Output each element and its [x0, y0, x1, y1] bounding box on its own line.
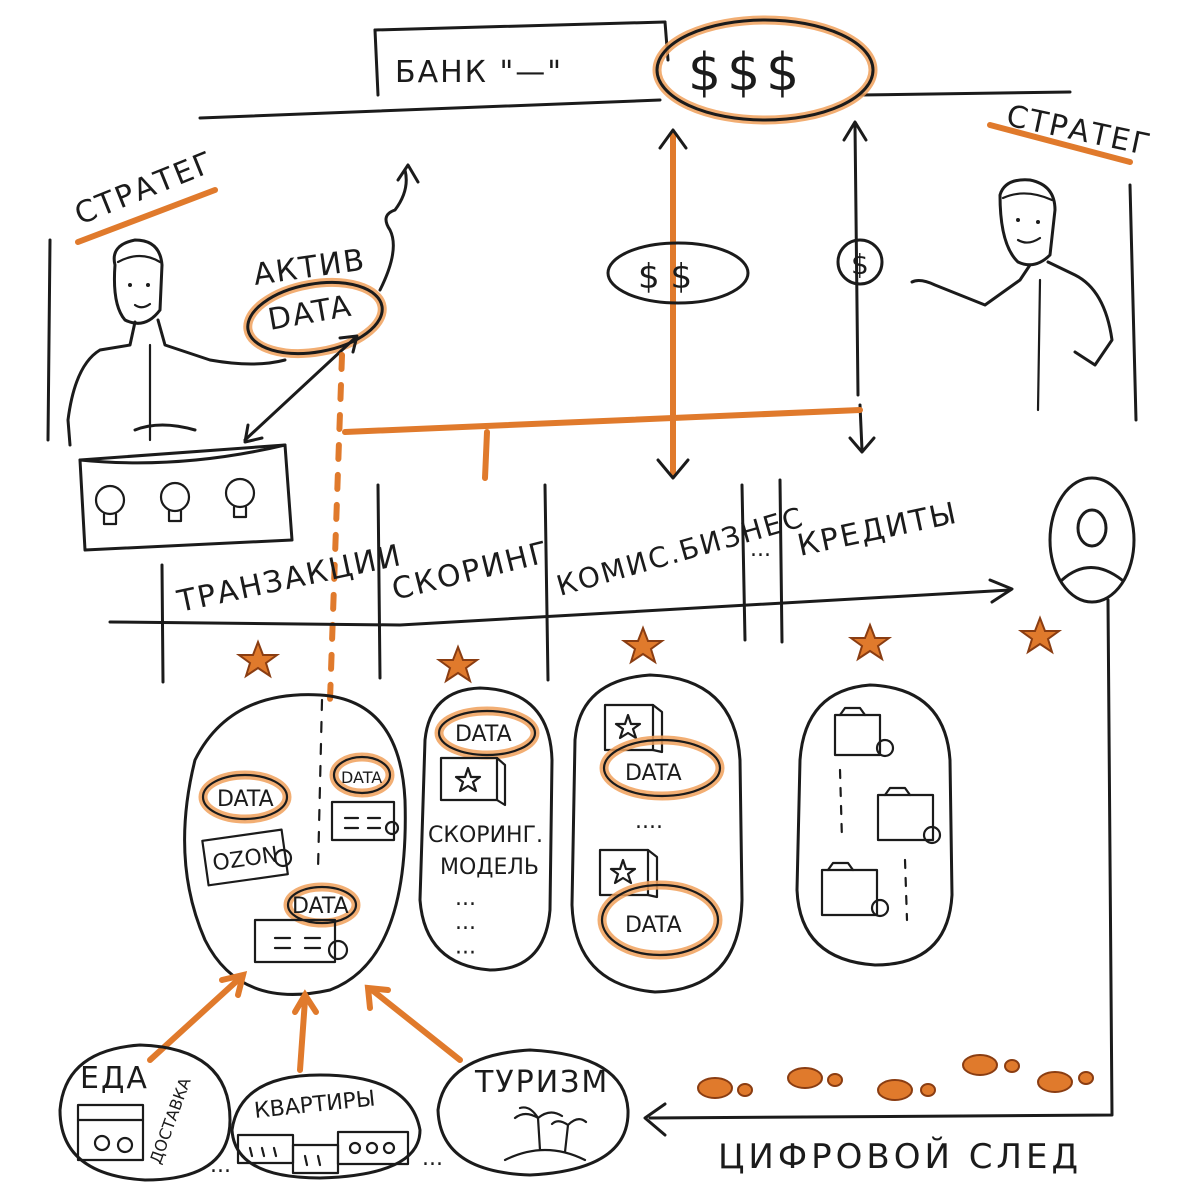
strategist-left-figure [66, 238, 287, 447]
scoring-data: DATA [455, 722, 512, 747]
footprint-trail [697, 1054, 1094, 1101]
money-right: $ [851, 248, 869, 281]
column-label-credits: КРЕДИТЫ [794, 496, 961, 564]
footprint-icon [1037, 1071, 1073, 1093]
apartments-ellipsis-left: ... [210, 1153, 231, 1178]
credits-cluster [795, 683, 954, 967]
source-food: ЕДА ДОСТАВКА [58, 1043, 232, 1182]
distribution-bar [342, 407, 863, 435]
star-icon [609, 858, 637, 885]
commerce-data-2: DATA [625, 913, 682, 938]
asset-group: АКТИВ DATA [243, 163, 420, 444]
star-icon [1017, 615, 1063, 655]
scoring-dots: ......... [455, 886, 476, 959]
footprint-label: ЦИФРОВОЙ СЛЕД [718, 1136, 1082, 1177]
column-label-ellipsis: ... [750, 537, 771, 562]
money-flow-center: $ $ [606, 128, 750, 480]
folder-icon [876, 786, 942, 845]
source-tourism-label: ТУРИЗМ [474, 1065, 609, 1100]
source-food-label: ЕДА [80, 1061, 149, 1096]
source-tourism: ТУРИЗМ [436, 1048, 630, 1177]
folder-icon [820, 861, 890, 918]
footprint-icon [697, 1077, 733, 1099]
scoring-model-line2: МОДЕЛЬ [440, 855, 539, 880]
money-mid: $ $ [638, 257, 692, 297]
star-icon [614, 713, 642, 740]
star-icon [454, 766, 482, 793]
commerce-data-1: DATA [625, 761, 682, 786]
transactions-data-2: DATA [341, 768, 382, 787]
client-node [643, 476, 1136, 1137]
apartments-ellipsis-right: ... [422, 1146, 443, 1171]
scoring-model-line1: СКОРИНГ. [428, 823, 543, 848]
lightbulb-icon [159, 481, 191, 523]
palm-island-icon [503, 1106, 588, 1162]
transactions-cluster: DATA OZON DATA DATA [183, 693, 407, 996]
dashed-flow-line [327, 352, 345, 703]
bank-header: БАНК "—" $$$ [198, 15, 1072, 125]
star-icon [235, 639, 281, 679]
money-flow-right: $ [836, 120, 884, 454]
footprint-icon [1004, 1059, 1020, 1073]
source-food-sub: ДОСТАВКА [146, 1075, 195, 1166]
star-row [235, 615, 1063, 684]
footprint-icon [737, 1083, 753, 1097]
idea-box [78, 443, 294, 552]
column-label-transactions: ТРАНЗАКЦИИ [173, 538, 405, 620]
folder-icon [833, 706, 895, 758]
lightbulb-icon [224, 477, 256, 519]
source-apartments-label: КВАРТИРЫ [253, 1086, 377, 1124]
star-icon [847, 622, 893, 662]
source-apartments: КВАРТИРЫ ... ... [210, 1073, 443, 1180]
commerce-cluster: DATA .... DATA [570, 673, 744, 994]
strategist-right-figure [910, 178, 1114, 412]
strategist-right-label: СТРАТЕГ [1003, 99, 1155, 164]
column-label-scoring: СКОРИНГ [388, 535, 553, 608]
lightbulb-icon [94, 484, 126, 526]
transactions-data-3: DATA [292, 894, 349, 919]
footprint-icon [920, 1083, 936, 1097]
column-grid [108, 478, 1014, 684]
ruble-icon [273, 848, 293, 868]
bank-money-ellipse [655, 18, 875, 122]
footprint-icon [787, 1067, 823, 1089]
bank-label: БАНК "—" [395, 55, 563, 90]
footprint-icon [1078, 1071, 1094, 1085]
star-icon [620, 625, 666, 665]
footprint-icon [827, 1073, 843, 1087]
scoring-cluster: DATA СКОРИНГ. МОДЕЛЬ ......... [418, 686, 554, 972]
source-arrows [147, 970, 463, 1073]
bank-money: $$$ [688, 43, 805, 103]
ozon-label: OZON [211, 842, 280, 876]
transactions-data-1: DATA [217, 787, 274, 812]
commerce-dots: .... [635, 809, 663, 834]
star-icon [435, 644, 481, 684]
strategist-right: СТРАТЕГ [910, 99, 1155, 422]
footprint-icon [877, 1079, 913, 1101]
footprint-icon [962, 1054, 998, 1076]
